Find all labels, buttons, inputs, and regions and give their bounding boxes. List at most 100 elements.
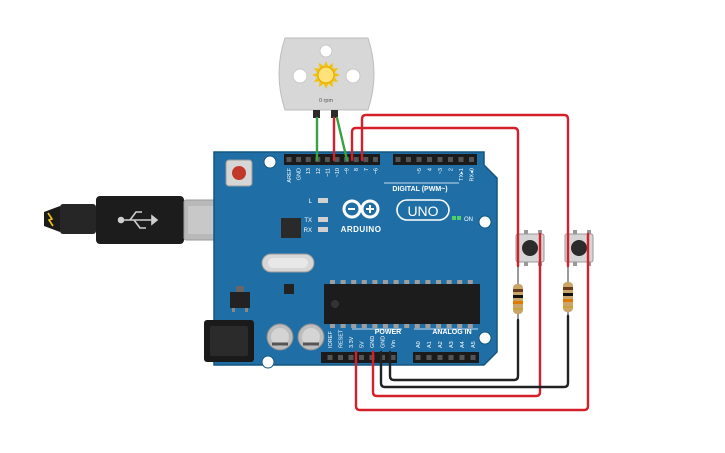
header-socket[interactable] — [359, 355, 364, 360]
lightning-icon — [47, 212, 54, 227]
header-socket[interactable] — [380, 355, 385, 360]
pin-label: ~9 — [345, 168, 351, 174]
header-socket[interactable] — [305, 157, 311, 162]
pin-label: RX◂0 — [470, 168, 476, 181]
header-socket[interactable] — [334, 157, 340, 162]
header-socket[interactable] — [458, 157, 464, 162]
header-socket[interactable] — [327, 355, 333, 360]
header-socket[interactable] — [469, 157, 474, 162]
capacitor — [297, 323, 325, 351]
header-socket[interactable] — [406, 157, 411, 162]
crystal-oscillator — [261, 253, 315, 273]
header-socket[interactable] — [448, 157, 453, 162]
header-socket[interactable] — [437, 157, 443, 162]
small-chip — [284, 284, 294, 294]
mounting-hole — [263, 155, 277, 169]
board-model: UNO — [407, 203, 438, 219]
power-jack[interactable] — [204, 320, 254, 362]
pin-label: 2 — [449, 168, 455, 171]
led-label-on: ON — [464, 217, 473, 223]
header-socket[interactable] — [372, 157, 378, 162]
mounting-hole — [261, 355, 275, 369]
pin-label: 8 — [354, 168, 360, 171]
led-label-tx: TX — [304, 218, 312, 224]
motor-terminal[interactable] — [331, 110, 338, 118]
pin-label: GND — [370, 336, 376, 348]
pin-label: A0 — [416, 341, 422, 348]
header-socket[interactable] — [363, 157, 369, 162]
pushbutton-2[interactable] — [564, 230, 594, 266]
header-socket[interactable] — [395, 157, 401, 162]
header-socket[interactable] — [415, 355, 421, 360]
reset-button[interactable] — [225, 159, 253, 187]
header-socket[interactable] — [448, 355, 454, 360]
pin-label: Vin — [391, 340, 397, 348]
digital-header-label: DIGITAL (PWM~) — [392, 186, 447, 193]
pin-label: A3 — [449, 341, 455, 348]
pin-label: IOREF — [328, 331, 334, 348]
wire-5v-button1[interactable] — [371, 232, 542, 398]
motor-terminal[interactable] — [313, 110, 320, 118]
header-socket[interactable] — [416, 157, 422, 162]
pin-label: ~3 — [438, 168, 444, 174]
header-socket[interactable] — [437, 355, 443, 360]
led-label-l: L — [309, 199, 313, 205]
board-brand: ARDUINO — [341, 225, 382, 234]
pin-label: 13 — [306, 168, 312, 174]
pin-label: A4 — [460, 341, 466, 348]
pin-label: GND — [297, 168, 303, 180]
pin-label: 7 — [364, 168, 370, 171]
usb-cable[interactable] — [44, 196, 229, 244]
arduino-board[interactable]: L TX RX ON ARDUINO UNO — [204, 151, 498, 369]
header-socket[interactable] — [426, 355, 432, 360]
header-socket[interactable] — [390, 355, 396, 360]
pin-label: 12 — [316, 168, 322, 174]
pushbutton-1[interactable] — [515, 230, 545, 266]
sun-icon — [312, 61, 340, 89]
header-socket[interactable] — [470, 355, 476, 360]
wire-gnd-resistor2[interactable] — [379, 314, 570, 389]
resistor-2[interactable] — [563, 266, 573, 316]
motor-wire-green-2[interactable] — [335, 116, 349, 162]
header-socket[interactable] — [296, 157, 302, 162]
usb-icon — [117, 211, 159, 229]
wire-5v-button2[interactable] — [354, 232, 590, 412]
analog-header-label: ANALOG IN — [432, 329, 471, 336]
header-socket[interactable] — [324, 157, 330, 162]
usb-controller-chip — [281, 218, 301, 238]
pin-label: AREF — [287, 167, 293, 182]
resistor-1[interactable] — [513, 266, 523, 320]
pin-label: 4 — [428, 168, 434, 171]
pin-label: ~10 — [335, 168, 341, 177]
pin-label: 5V — [360, 341, 366, 348]
pin-label: A5 — [471, 341, 477, 348]
power-header-label: POWER — [375, 329, 401, 336]
pin-label: ~11 — [325, 168, 331, 177]
header-socket[interactable] — [459, 355, 465, 360]
pin-label: 3.3V — [349, 336, 355, 348]
mounting-hole — [478, 331, 492, 345]
header-socket[interactable] — [338, 355, 343, 360]
header-socket[interactable] — [348, 355, 354, 360]
header-socket[interactable] — [353, 157, 359, 162]
onboard-leds: L TX RX ON — [304, 198, 473, 234]
header-socket[interactable] — [286, 157, 292, 162]
wire-pin10-button2[interactable] — [360, 113, 570, 268]
led-label-rx: RX — [304, 228, 312, 234]
pin-label: TX▸1 — [459, 168, 465, 181]
pin-label: ~6 — [373, 168, 379, 174]
dc-motor[interactable]: 0 rpm — [278, 37, 375, 118]
pin-label: RESET — [339, 329, 345, 348]
infinity-logo-icon — [342, 199, 380, 219]
voltage-regulator — [230, 286, 250, 312]
wire-gnd-resistor1[interactable] — [388, 318, 520, 382]
motor-speed-readout: 0 rpm — [319, 98, 333, 104]
header-socket[interactable] — [427, 157, 432, 162]
pin-label: GND — [381, 336, 387, 348]
mounting-hole — [478, 215, 492, 229]
wire-pin11-button1[interactable] — [350, 126, 520, 268]
pin-label: A1 — [427, 341, 433, 348]
